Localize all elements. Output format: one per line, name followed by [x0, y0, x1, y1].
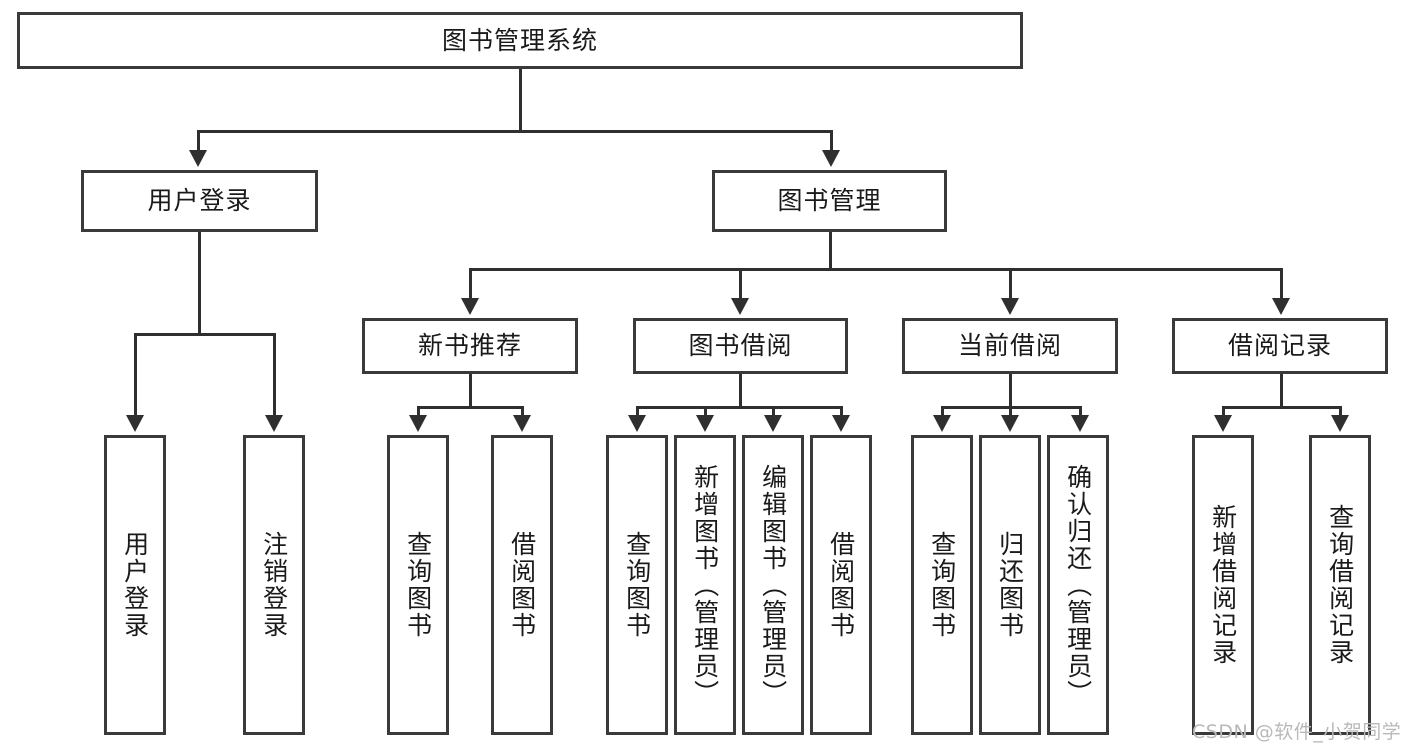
arrowhead-current-borrow-leaf-2 [1001, 415, 1019, 432]
arrowhead-user-login-leaf-1 [126, 415, 144, 432]
node-borrow-record[interactable]: 借阅记录 [1172, 318, 1388, 374]
node-book-management[interactable]: 图书管理 [712, 170, 947, 232]
node-new-book-recommend[interactable]: 新书推荐 [362, 318, 578, 374]
edge-book-borrow-stem [739, 374, 742, 408]
arrowhead-book-borrow [731, 298, 749, 315]
leaf-label: 归还图书 [995, 531, 1025, 639]
edge-book-borrow-leaf-3 [772, 406, 775, 418]
arrowhead-current-borrow [1001, 298, 1019, 315]
arrowhead-book-borrow-leaf-2 [696, 415, 714, 432]
edge-book-borrow-bus [636, 406, 843, 409]
node-label: 当前借阅 [957, 331, 1062, 360]
edge-current-borrow-stem [1009, 374, 1012, 408]
edge-bm-to-borrow-record [1280, 268, 1283, 300]
arrowhead-new-book-leaf-2 [513, 415, 531, 432]
node-user-login[interactable]: 用户登录 [81, 170, 318, 232]
arrowhead-book-borrow-leaf-1 [628, 415, 646, 432]
arrowhead-borrow-record [1272, 298, 1290, 315]
edge-borrow-record-bus [1222, 406, 1341, 409]
leaf-label: 新增借阅记录 [1208, 504, 1238, 666]
edge-new-book-leaf-2 [521, 406, 524, 418]
node-label: 图书管理系统 [441, 25, 598, 55]
leaf-label: 查询图书 [927, 531, 957, 639]
edge-book-borrow-leaf-1 [636, 406, 639, 418]
arrowhead-borrow-record-leaf-1 [1214, 415, 1232, 432]
edge-book-management-stem [829, 232, 832, 270]
edge-user-login-stem [198, 232, 201, 335]
node-label: 图书管理 [777, 186, 882, 215]
leaf-user-login-logout[interactable]: 注销登录 [243, 435, 305, 735]
leaf-label: 注销登录 [259, 531, 289, 639]
arrowhead-book-borrow-leaf-4 [832, 415, 850, 432]
leaf-label: 借阅图书 [826, 531, 856, 639]
leaf-label: 确认归还（管理员） [1063, 463, 1093, 707]
arrowhead-new-book-leaf-1 [409, 415, 427, 432]
arrowhead-current-borrow-leaf-1 [933, 415, 951, 432]
arrowhead-borrow-record-leaf-2 [1331, 415, 1349, 432]
node-label: 图书借阅 [688, 331, 793, 360]
edge-root-stem [519, 69, 522, 132]
edge-new-book-stem [469, 374, 472, 408]
edge-book-management-bus [469, 268, 1283, 271]
edge-borrow-record-leaf-1 [1222, 406, 1225, 418]
edge-book-borrow-leaf-4 [840, 406, 843, 418]
edge-current-borrow-leaf-1 [941, 406, 944, 418]
leaf-label: 用户登录 [120, 531, 150, 639]
edge-user-login-leaf-2 [273, 333, 276, 418]
leaf-new-book-query-books[interactable]: 查询图书 [387, 435, 449, 735]
node-book-borrow[interactable]: 图书借阅 [633, 318, 848, 374]
edge-current-borrow-leaf-2 [1009, 406, 1012, 418]
arrowhead-user-login [189, 150, 207, 167]
leaf-label: 查询图书 [622, 531, 652, 639]
leaf-borrow-record-query-record[interactable]: 查询借阅记录 [1309, 435, 1371, 735]
arrowhead-book-management [822, 150, 840, 167]
leaf-book-borrow-add-book-admin[interactable]: 新增图书（管理员） [674, 435, 736, 735]
edge-borrow-record-stem [1280, 374, 1283, 408]
edge-root-to-book-management [830, 130, 833, 153]
leaf-borrow-record-add-record[interactable]: 新增借阅记录 [1192, 435, 1254, 735]
node-label: 借阅记录 [1227, 331, 1332, 360]
leaf-book-borrow-query-books[interactable]: 查询图书 [606, 435, 668, 735]
arrowhead-user-login-leaf-2 [265, 415, 283, 432]
node-label: 新书推荐 [417, 331, 522, 360]
edge-current-borrow-leaf-3 [1079, 406, 1082, 418]
leaf-current-borrow-query-books[interactable]: 查询图书 [911, 435, 973, 735]
edge-root-bus [197, 130, 833, 133]
edge-bm-to-current-borrow [1009, 268, 1012, 300]
leaf-book-borrow-borrow-books[interactable]: 借阅图书 [810, 435, 872, 735]
arrowhead-book-borrow-leaf-3 [764, 415, 782, 432]
edge-bm-to-new-book [469, 268, 472, 300]
edge-root-to-user-login [197, 130, 200, 153]
leaf-new-book-borrow-books[interactable]: 借阅图书 [491, 435, 553, 735]
leaf-label: 新增图书（管理员） [690, 463, 720, 707]
node-label: 用户登录 [147, 186, 252, 215]
edge-new-book-bus [417, 406, 523, 409]
edge-book-borrow-leaf-2 [704, 406, 707, 418]
node-current-borrow[interactable]: 当前借阅 [902, 318, 1118, 374]
csdn-watermark: CSDN @软件_小贺同学 [1192, 721, 1402, 743]
arrowhead-new-book-recommend [461, 298, 479, 315]
leaf-current-borrow-confirm-return-admin[interactable]: 确认归还（管理员） [1047, 435, 1109, 735]
leaf-user-login-do-login[interactable]: 用户登录 [104, 435, 166, 735]
leaf-label: 借阅图书 [507, 531, 537, 639]
edge-new-book-leaf-1 [417, 406, 420, 418]
leaf-current-borrow-return-books[interactable]: 归还图书 [979, 435, 1041, 735]
edge-user-login-bus [134, 333, 276, 336]
leaf-label: 查询图书 [403, 531, 433, 639]
arrowhead-current-borrow-leaf-3 [1071, 415, 1089, 432]
edge-bm-to-book-borrow [739, 268, 742, 300]
leaf-label: 查询借阅记录 [1325, 504, 1355, 666]
edge-user-login-leaf-1 [134, 333, 137, 418]
edge-borrow-record-leaf-2 [1339, 406, 1342, 418]
leaf-label: 编辑图书（管理员） [758, 463, 788, 707]
node-root-book-management-system[interactable]: 图书管理系统 [17, 12, 1023, 69]
leaf-book-borrow-edit-book-admin[interactable]: 编辑图书（管理员） [742, 435, 804, 735]
